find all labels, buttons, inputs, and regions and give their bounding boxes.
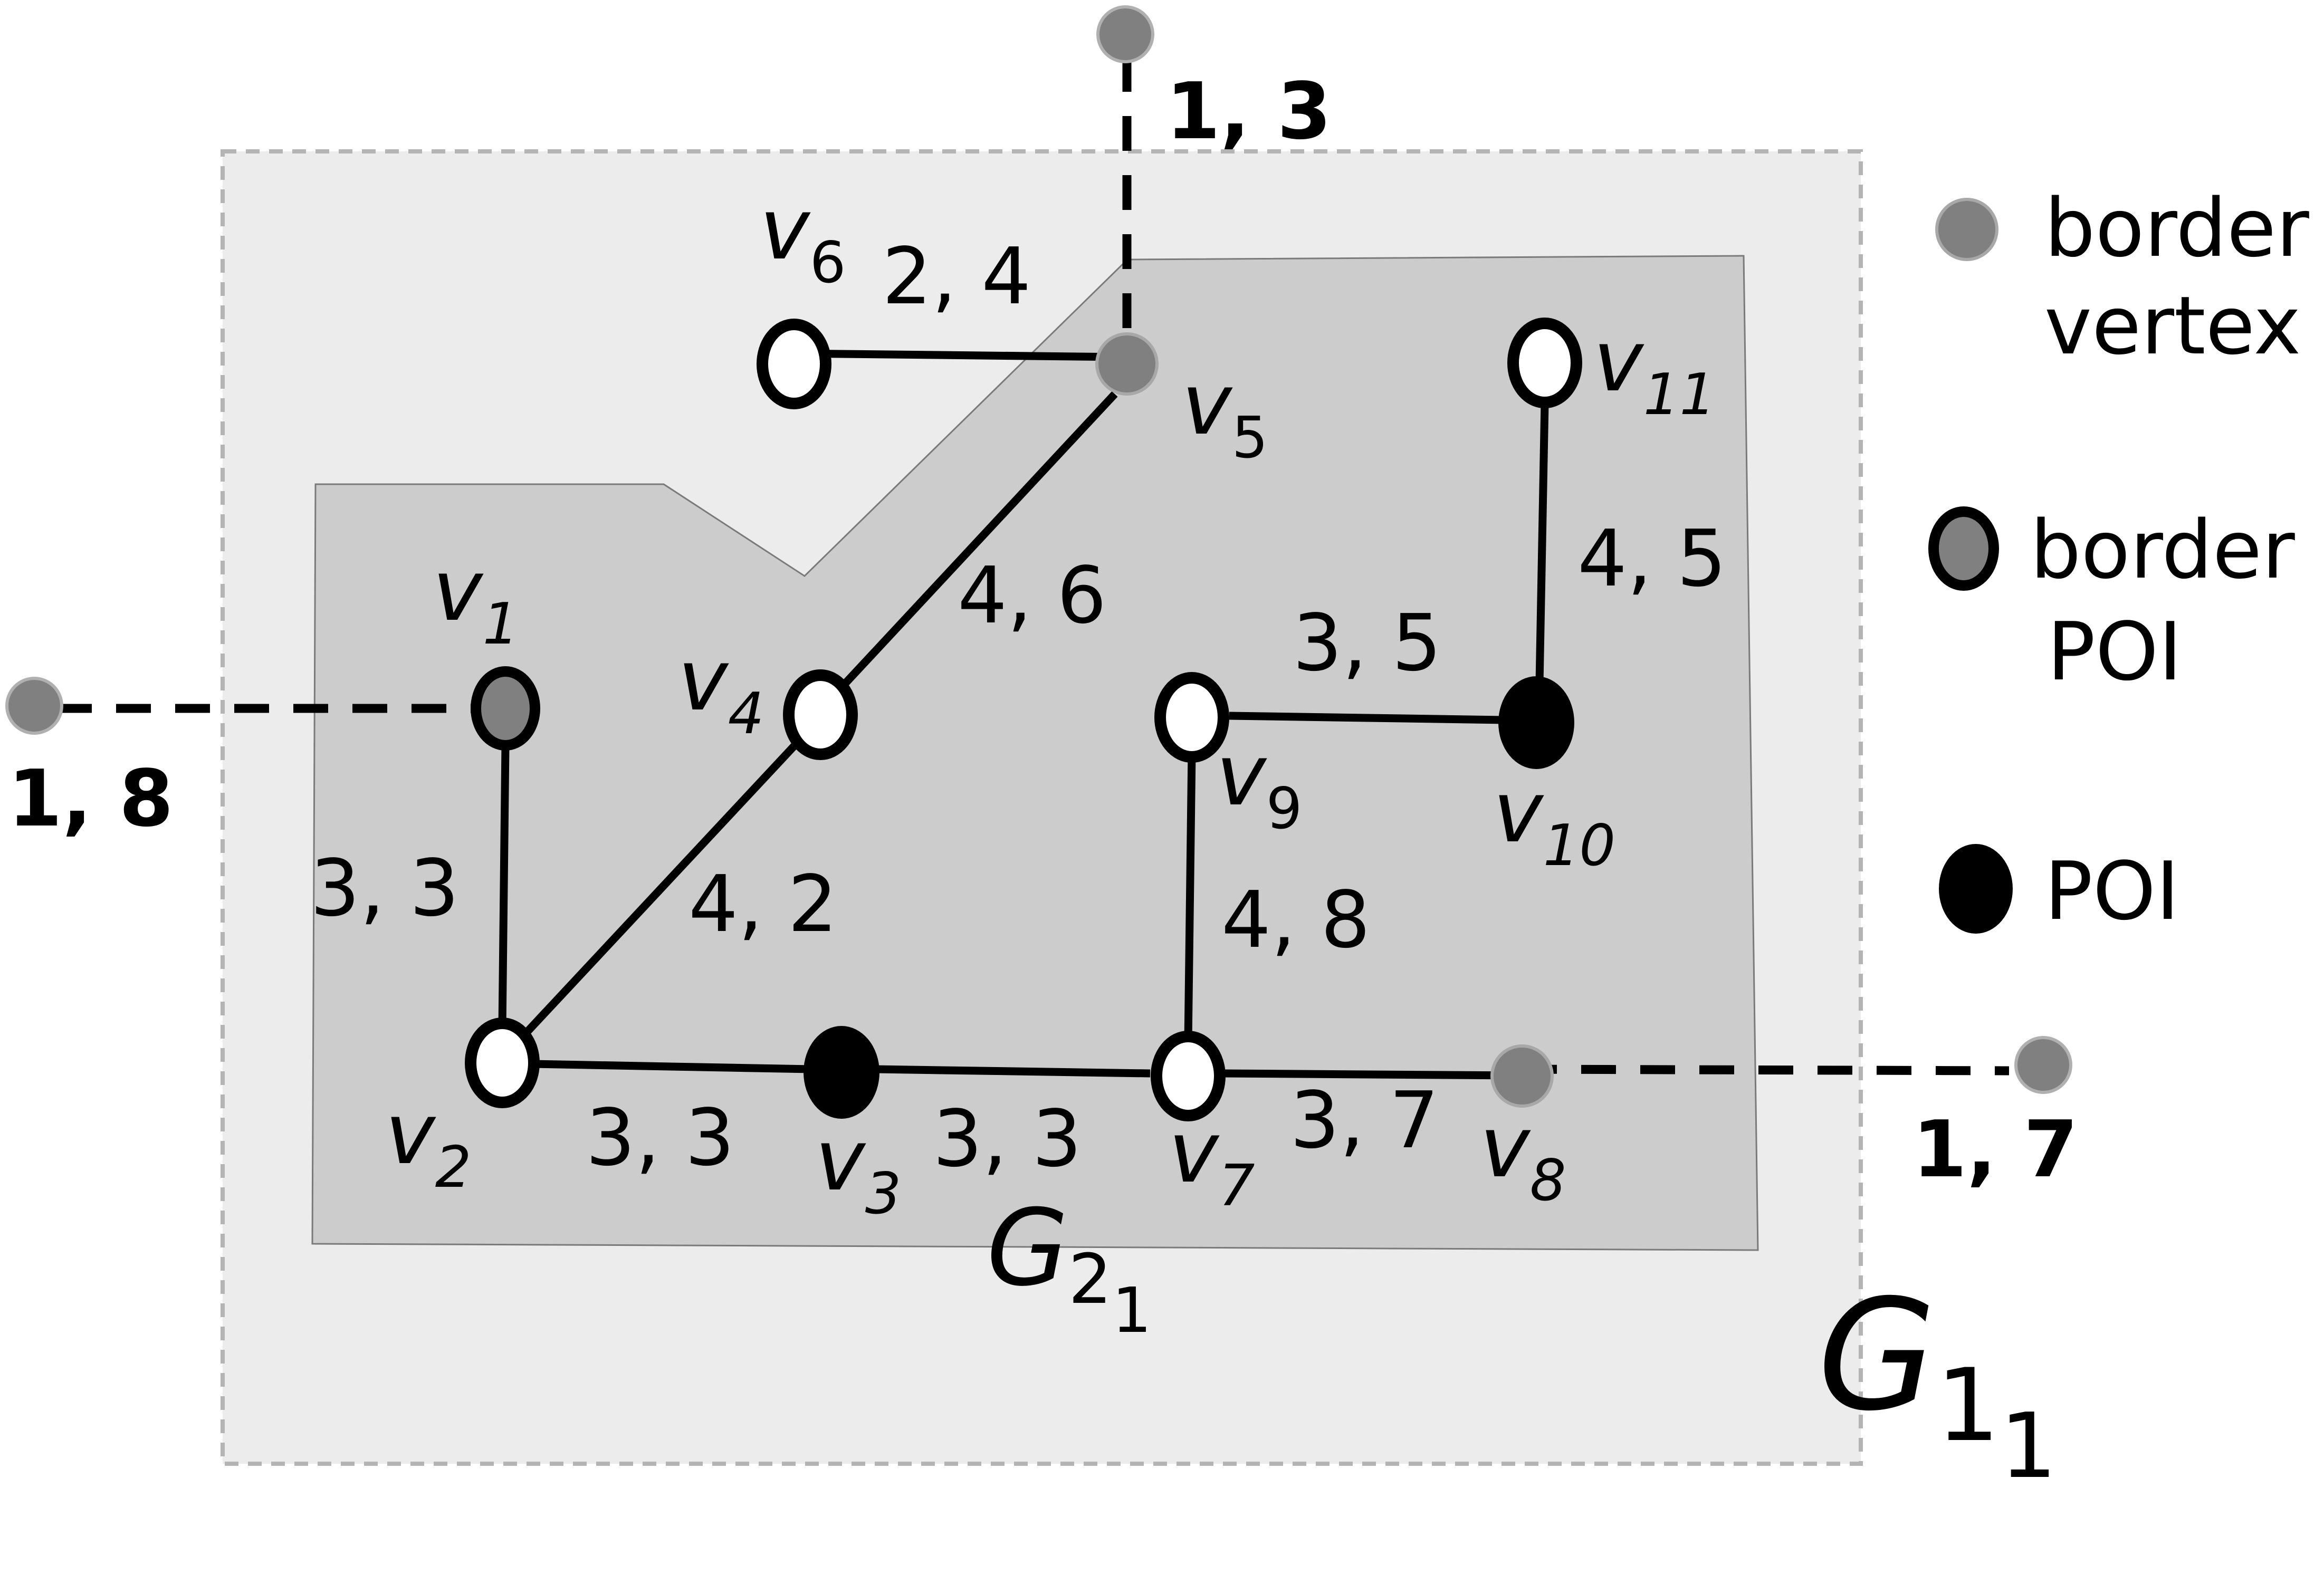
legend-border-vertex-icon	[1935, 198, 1998, 261]
edge-v10-v11	[1535, 403, 1549, 684]
legend-border-poi-label-line1: border	[2030, 503, 2295, 597]
edge-label-v7-v9: 4, 8	[1221, 875, 1370, 965]
edge-label-v9-v10: 3, 5	[1293, 598, 1441, 688]
vertex-label-v3: v3	[815, 1111, 901, 1227]
vertex-label-v10: v10	[1493, 763, 1615, 879]
edge-label-v4-v2: 4, 2	[688, 859, 837, 949]
vertex-v2	[465, 1017, 540, 1108]
vertex-label-v8: v8	[1480, 1098, 1566, 1214]
external-edge-v8	[1522, 1064, 2010, 1076]
edge-label-v1-v2: 3, 3	[310, 843, 459, 934]
edge-label-v3-v7: 3, 3	[933, 1093, 1082, 1184]
edge-label-v10-v11: 4, 5	[1577, 513, 1726, 604]
edge-label-v2-v3: 3, 3	[586, 1092, 734, 1183]
vertex-v6	[757, 319, 831, 409]
edge-label-v7-v8: 3, 7	[1290, 1075, 1439, 1166]
external-edge-label-v8: 1, 7	[1912, 1104, 2078, 1195]
vertex-label-v7: v7	[1169, 1103, 1255, 1219]
external-border-vertex-top	[1096, 5, 1154, 63]
external-edge-label-v5: 1, 3	[1166, 66, 1332, 157]
external-border-vertex-left	[5, 677, 63, 735]
vertex-label-v5: v5	[1182, 355, 1268, 471]
edge-v7-v8	[1222, 1069, 1523, 1080]
legend-border-poi-label-line2: POI	[2047, 605, 2182, 698]
vertex-label-v4: v4	[678, 631, 764, 747]
vertex-label-v11: v11	[1593, 312, 1716, 428]
vertex-v3-poi	[804, 1026, 879, 1119]
edge-label-v5-v4: 4, 6	[958, 550, 1106, 641]
vertex-label-v9: v9	[1216, 726, 1302, 842]
legend-poi-icon	[1939, 844, 2013, 934]
legend: border vertex border POI POI	[1928, 181, 2309, 938]
vertex-v8-border	[1490, 1044, 1554, 1108]
legend-border-vertex-label-line2: vertex	[2044, 279, 2301, 372]
vertex-v5-border	[1095, 332, 1159, 396]
edge-label-v6-v5: 2, 4	[882, 231, 1031, 322]
region-label-g21: G21	[987, 1187, 1152, 1347]
vertex-label-v1: v1	[433, 541, 519, 657]
vertex-v9	[1154, 672, 1229, 763]
edge-v7-v9	[1184, 753, 1196, 1042]
external-border-vertex-right	[2014, 1036, 2072, 1094]
vertex-v11	[1507, 318, 1582, 408]
vertex-label-v6: v6	[760, 180, 846, 296]
legend-poi-label: POI	[2044, 844, 2179, 938]
edge-v1-v2	[498, 745, 510, 1028]
edge-v6-v5	[793, 349, 1127, 361]
vertex-v1-border-poi	[471, 666, 540, 751]
inner-region	[311, 255, 1759, 1251]
edge-v3-v7	[875, 1065, 1151, 1078]
vertex-v10-poi	[1498, 676, 1574, 769]
legend-border-vertex-label-line1: border	[2044, 181, 2309, 275]
vertex-v7	[1151, 1031, 1226, 1121]
edge-v9-v10	[1229, 712, 1506, 724]
edge-v2-v3	[531, 1060, 810, 1073]
external-edge-label-v1: 1, 8	[8, 753, 174, 844]
region-label-g11: G11	[1818, 1267, 2057, 1499]
edge-v4-v2	[519, 739, 801, 1040]
edge-v5-v4	[840, 391, 1118, 689]
vertex-label-v2: v2	[385, 1084, 471, 1201]
legend-border-poi-icon	[1928, 506, 1999, 591]
vertex-v4	[783, 669, 858, 760]
